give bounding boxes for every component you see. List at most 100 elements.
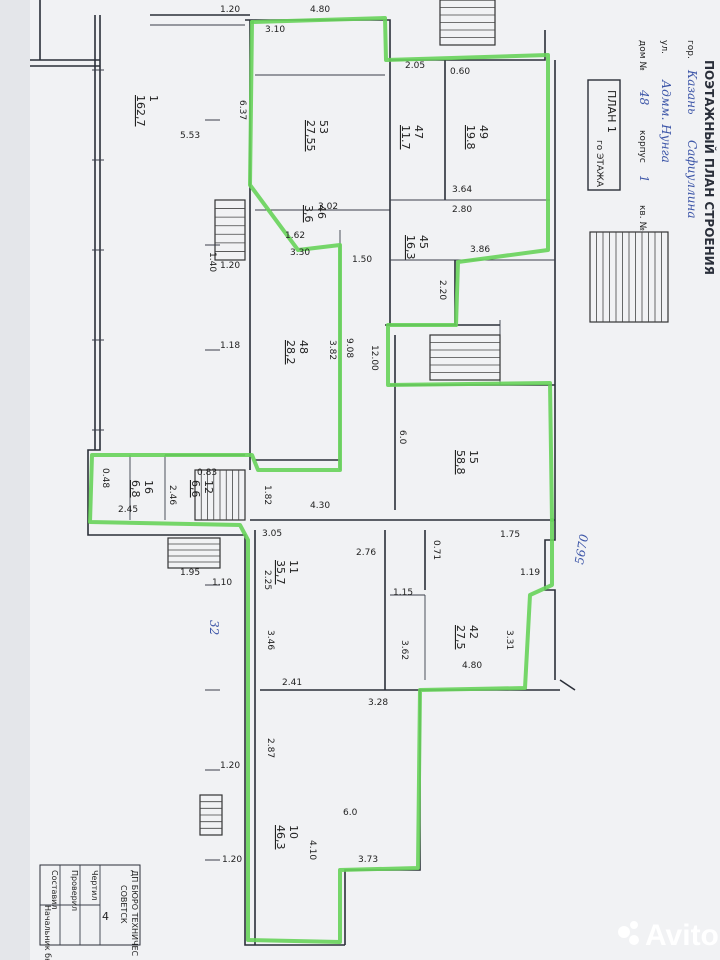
room-number: 53 bbox=[317, 120, 330, 134]
dimension-label: 1.62 bbox=[285, 231, 305, 241]
room-number: 42 bbox=[467, 625, 480, 639]
room-label: 166,8 bbox=[129, 480, 155, 498]
dimension-label: 2.76 bbox=[356, 548, 376, 558]
dimension-label: 3.10 bbox=[265, 25, 285, 35]
house-value: 48 bbox=[637, 89, 651, 106]
svg-text:кв. №: кв. № bbox=[637, 205, 647, 231]
room-area: 11.7 bbox=[399, 125, 412, 150]
dimension-label: 2.05 bbox=[405, 61, 425, 71]
address-block-2: ул. Адмм. Нунга bbox=[659, 40, 673, 163]
dimension-label: 3.31 bbox=[504, 630, 514, 650]
address-block: гор. Казань Сафиуллина bbox=[685, 40, 699, 219]
room-number: 10 bbox=[287, 825, 300, 839]
dimension-label: 9.08 bbox=[344, 338, 354, 358]
svg-text:СОВЕТСК: СОВЕТСК bbox=[119, 885, 128, 924]
dimension-label: 3.28 bbox=[368, 698, 388, 708]
room-area: 3,6 bbox=[302, 205, 315, 223]
dimension-labels: 1.20 4.80 3.10 2.05 0.60 6.37 3.02 3.64 2.80 3.86… bbox=[100, 5, 540, 865]
dimension-label: 1.50 bbox=[352, 255, 372, 265]
street-value: Сафиуллина bbox=[685, 140, 699, 219]
dimension-label: 1.20 bbox=[222, 855, 242, 865]
room-number: 45 bbox=[417, 235, 430, 249]
dimension-label: 3.46 bbox=[265, 630, 275, 650]
dimension-label: 3.64 bbox=[452, 185, 472, 195]
dimension-label: 1.18 bbox=[220, 341, 240, 351]
dimension-label: 3.30 bbox=[290, 248, 310, 258]
room-area: 27,5 bbox=[454, 625, 467, 650]
title-block: ПОЭТАЖНЫЙ ПЛАН СТРОЕНИЯ bbox=[702, 60, 717, 275]
plan-title: ПОЭТАЖНЫЙ ПЛАН СТРОЕНИЯ bbox=[702, 60, 717, 275]
svg-text:ул.: ул. bbox=[659, 40, 669, 54]
room-area: 16,3 bbox=[404, 235, 417, 260]
svg-text:Чертил: Чертил bbox=[90, 870, 99, 900]
svg-text:корпус: корпус bbox=[637, 130, 647, 163]
stairs bbox=[167, 0, 669, 836]
dimension-label: 1.10 bbox=[212, 578, 232, 588]
svg-text:гор.: гор. bbox=[685, 40, 695, 59]
room-area: 28,2 bbox=[284, 340, 297, 365]
watermark-text: Avito bbox=[645, 919, 719, 952]
svg-text:Составил: Составил bbox=[50, 870, 59, 909]
room-area: 35,7 bbox=[274, 560, 287, 585]
dimension-label: 0.60 bbox=[450, 67, 470, 77]
dimension-label: 3.82 bbox=[327, 340, 337, 360]
dimension-label: 1.95 bbox=[180, 568, 200, 578]
dimension-label: 4.10 bbox=[307, 840, 317, 860]
room-area: 58,8 bbox=[454, 450, 467, 475]
dimension-label: 2.45 bbox=[118, 505, 138, 515]
svg-text:Начальник бюро: Начальник бюро bbox=[43, 905, 52, 960]
annotation-5670: 5670 bbox=[572, 533, 591, 566]
room-area: 6,6 bbox=[189, 480, 202, 498]
dimension-label: 6.0 bbox=[397, 430, 407, 445]
paper-shadow bbox=[0, 0, 30, 960]
highlight-boundary bbox=[88, 16, 554, 944]
room-area: 27,55 bbox=[304, 120, 317, 152]
dimension-label: 3.86 bbox=[470, 245, 490, 255]
dimension-label: 1.40 bbox=[207, 252, 217, 272]
svg-text:дом №: дом № bbox=[637, 40, 647, 71]
room-number: 48 bbox=[297, 340, 310, 354]
window-ticks bbox=[92, 69, 220, 861]
room-area: 19.8 bbox=[464, 125, 477, 150]
dimension-label: 1.20 bbox=[220, 261, 240, 271]
dimension-label: 2.46 bbox=[167, 485, 177, 505]
dimension-label: 3.02 bbox=[318, 202, 338, 212]
room-number: 11 bbox=[287, 560, 300, 574]
dimension-label: 1.82 bbox=[262, 485, 272, 505]
dimension-label: 3.05 bbox=[262, 529, 282, 539]
dimension-label: 4.80 bbox=[310, 5, 330, 15]
dimension-label: 0.83 bbox=[197, 468, 217, 478]
dimension-label: 2.80 bbox=[452, 205, 472, 215]
room-area: 46,3 bbox=[274, 825, 287, 850]
room-area: 162,7 bbox=[134, 95, 147, 127]
svg-text:Проверил: Проверил bbox=[70, 870, 79, 911]
dimension-label: 6.37 bbox=[237, 100, 247, 120]
room-number: 15 bbox=[467, 450, 480, 464]
room-number: 1 bbox=[147, 95, 160, 102]
dimension-label: 2.41 bbox=[282, 678, 302, 688]
dimension-label: 12.00 bbox=[369, 345, 379, 371]
street2-value: Адмм. Нунга bbox=[659, 79, 673, 163]
svg-text:ДП БЮРО ТЕХНИЧЕС: ДП БЮРО ТЕХНИЧЕС bbox=[130, 870, 139, 957]
svg-text:го ЭТАЖА: го ЭТАЖА bbox=[594, 140, 604, 188]
svg-text:4: 4 bbox=[102, 910, 109, 923]
room-number: 49 bbox=[477, 125, 490, 139]
address-block-3: дом № 48 корпус 1 кв. № bbox=[637, 40, 651, 231]
dimension-label: 1.20 bbox=[220, 5, 240, 15]
svg-text:ПЛАН 1: ПЛАН 1 bbox=[605, 90, 618, 133]
dimension-label: 0.71 bbox=[431, 540, 441, 560]
dimension-label: 2.87 bbox=[265, 738, 275, 758]
dimension-label: 3.62 bbox=[399, 640, 409, 660]
dimension-label: 1.19 bbox=[520, 568, 540, 578]
dimension-label: 3.73 bbox=[358, 855, 378, 865]
